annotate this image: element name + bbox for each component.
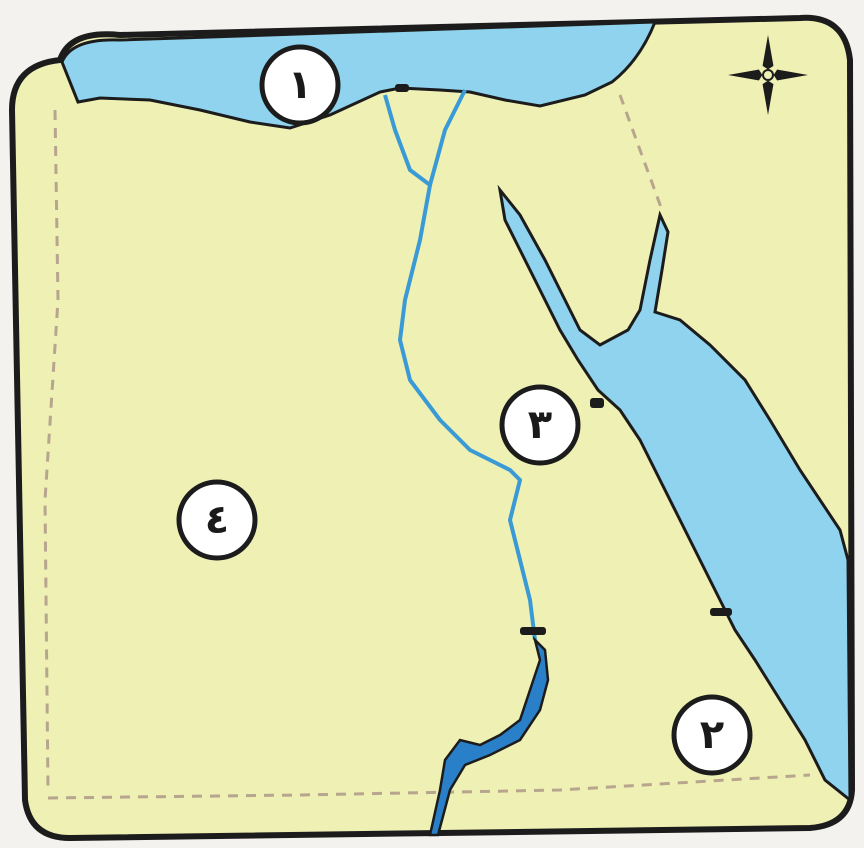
western-border	[43, 109, 60, 791]
marker-1-label: ١	[288, 62, 312, 108]
map-frame	[8, 14, 856, 842]
sinai-border	[618, 94, 664, 211]
marker-2[interactable]: ٢	[671, 694, 753, 776]
marker-3[interactable]: ٣	[499, 384, 581, 466]
coast-port-mark-b	[710, 608, 732, 616]
nile-river	[383, 94, 537, 641]
southern-border	[47, 773, 811, 800]
marker-4[interactable]: ٤	[176, 479, 258, 561]
coast-port-mark-a	[590, 398, 604, 408]
marker-1[interactable]: ١	[259, 44, 341, 126]
marker-4-label: ٤	[205, 497, 229, 543]
red-sea	[497, 184, 852, 804]
high-dam-mark	[520, 627, 546, 635]
marker-3-label: ٣	[528, 402, 552, 448]
compass-rose-icon	[728, 35, 808, 115]
lake-nasser	[428, 635, 550, 837]
suez-mark	[395, 84, 409, 92]
marker-2-label: ٢	[700, 712, 724, 758]
nile-delta-branch	[428, 89, 467, 186]
